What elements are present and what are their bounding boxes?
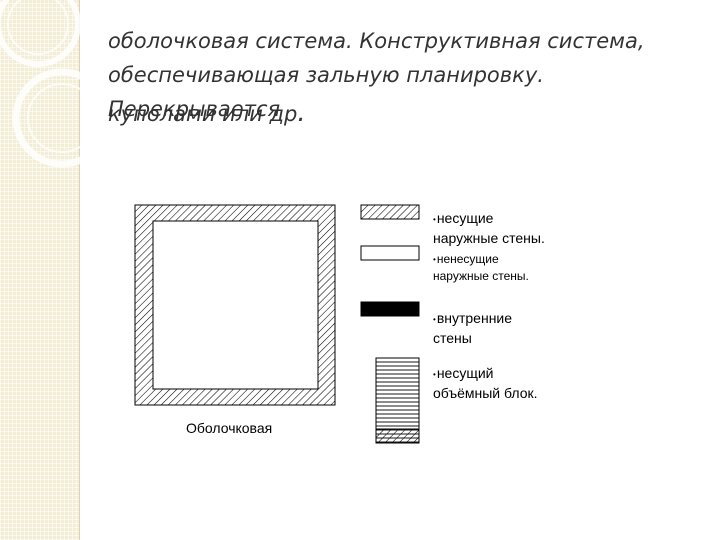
legend-bullet: • (433, 214, 436, 224)
legend-label: внутренние стены (433, 310, 513, 346)
heading-separator: . (346, 29, 353, 53)
legend-bullet: • (433, 255, 436, 265)
legend-item-volume-block: •несущий объёмный блок. (433, 364, 538, 403)
legend-item-non-load-bearing: •ненесущие наружные стены. (433, 251, 529, 285)
legend-item-internal-walls: •внутренние стены (433, 309, 512, 348)
side-band-edge (79, 0, 80, 540)
legend-swatch-non-load-bearing (360, 245, 420, 261)
heading-term: оболочковая система (108, 29, 347, 53)
decorative-circles (0, 0, 112, 168)
legend-swatch-load-bearing (360, 204, 420, 220)
diagram-caption: Оболочковая (186, 420, 273, 436)
heading-line2: обеспечивающая зальную планировку. Перек… (108, 63, 544, 121)
legend-swatch-internal-walls (360, 301, 420, 317)
heading-line1-rest: Конструктивная система, (352, 29, 645, 53)
decorative-side-band (0, 0, 80, 540)
legend-item-load-bearing: •несущие наружные стены. (433, 209, 545, 248)
slide-heading: оболочковая система. Конструктивная сист… (108, 24, 698, 126)
building-inner-space (152, 220, 319, 390)
legend-bullet: • (433, 314, 436, 324)
legend-swatch-volume-block (375, 357, 420, 444)
legend-label: ненесущие наружные стены. (433, 252, 529, 284)
heading-line3-block: куполами или др. (108, 96, 698, 131)
heading-line3: куполами или др (108, 102, 298, 126)
building-plan (134, 204, 336, 406)
legend-label: несущие наружные стены. (433, 210, 545, 246)
legend-label: несущий объёмный блок. (433, 365, 538, 401)
heading-line3-dot: . (297, 98, 306, 128)
legend-bullet: • (433, 369, 436, 379)
